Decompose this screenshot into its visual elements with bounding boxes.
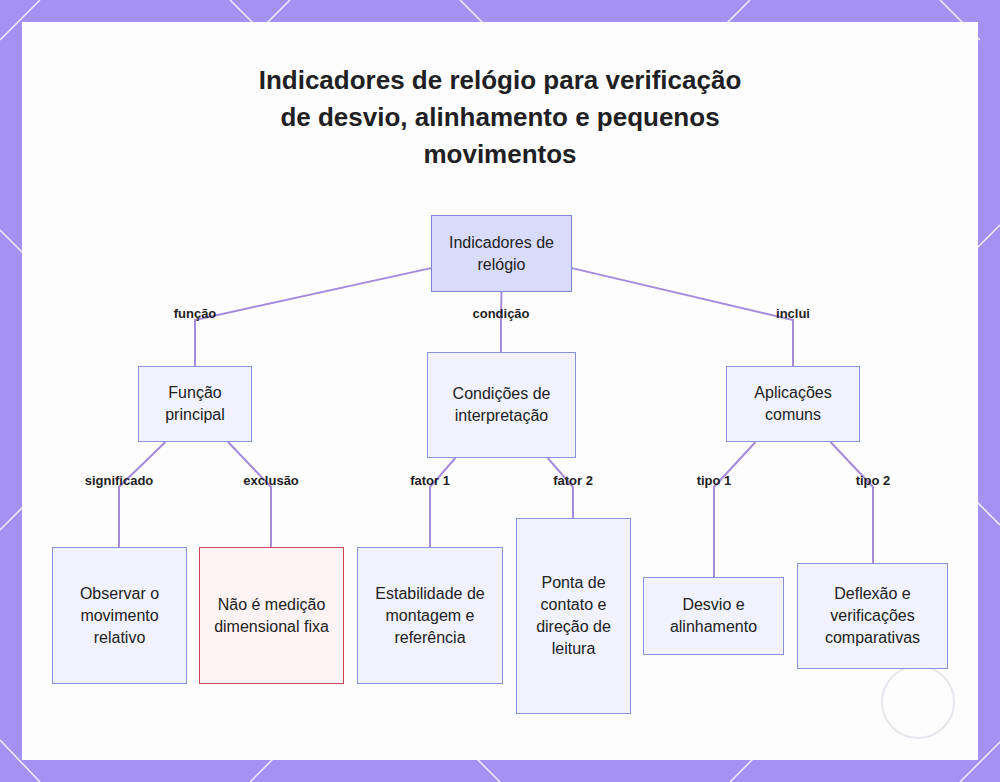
node-label: Estabilidade de montagem e referência [368, 583, 492, 649]
node-label: Indicadores de relógio [442, 232, 561, 276]
content-panel [22, 22, 978, 760]
edge-label: inclui [776, 306, 810, 321]
node-label: Função principal [149, 382, 241, 426]
node-label: Deflexão e verificações comparativas [808, 583, 937, 649]
node-label: Condições de interpretação [438, 383, 565, 427]
edge-label: função [174, 306, 217, 321]
node-label: Observar o movimento relativo [63, 583, 176, 649]
concept-box: Desvio e alinhamento [643, 577, 784, 655]
root-box: Indicadores de relógio [431, 215, 572, 292]
connector-line [228, 442, 271, 547]
concept-box: Condições de interpretação [427, 352, 576, 458]
node-label: Não é medição dimensional fixa [210, 594, 333, 638]
node-label: Desvio e alinhamento [654, 594, 773, 638]
concept-box: Estabilidade de montagem e referência [357, 547, 503, 684]
edge-label: fator 2 [553, 473, 593, 488]
edge-label: tipo 1 [697, 473, 732, 488]
node-label: Aplicações comuns [737, 382, 849, 426]
edge-label: fator 1 [410, 473, 450, 488]
edge-label: condição [472, 306, 529, 321]
concept-box: Deflexão e verificações comparativas [797, 563, 948, 669]
connector-line [430, 458, 455, 547]
edge-label: significado [85, 473, 154, 488]
connector-line [831, 442, 873, 563]
concept-box: Aplicações comuns [726, 366, 860, 442]
watermark-logo [882, 666, 954, 738]
connector-line [195, 268, 431, 366]
node-label: Ponta de contato e direção de leitura [527, 572, 620, 660]
edge-label: tipo 2 [856, 473, 891, 488]
concept-box: Observar o movimento relativo [52, 547, 187, 684]
connector-line [548, 458, 573, 518]
connector-line [572, 268, 793, 366]
connector-line [500, 292, 503, 352]
connector-line [119, 442, 165, 547]
concept-box: Não é medição dimensional fixa [199, 547, 344, 684]
diagram-title: Indicadores de relógio para verificação … [243, 62, 757, 173]
edge-label: exclusão [243, 473, 299, 488]
connector-line [714, 442, 755, 577]
concept-box: Ponta de contato e direção de leitura [516, 518, 631, 714]
concept-box: Função principal [138, 366, 252, 442]
